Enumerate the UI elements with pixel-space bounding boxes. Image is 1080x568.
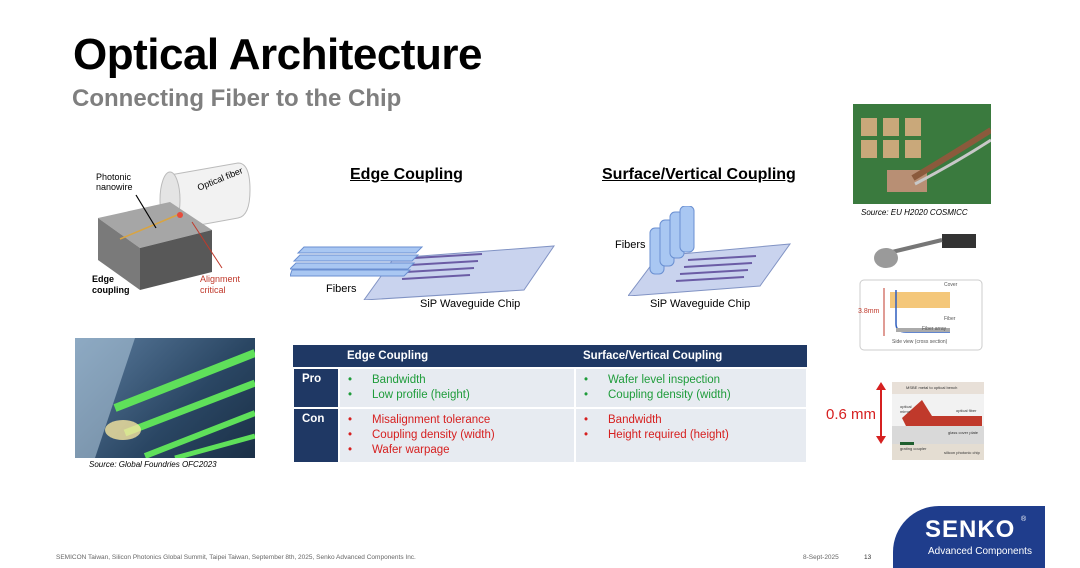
list-item: Coupling density (width)	[584, 388, 798, 403]
senko-logo: SENKO ® Advanced Components	[893, 506, 1045, 568]
con-edge-cell: Misalignment tolerance Coupling density …	[338, 407, 576, 464]
surface-chip-label: SiP Waveguide Chip	[650, 298, 751, 310]
list-item: Wafer warpage	[348, 443, 566, 458]
alignment-critical-label: Alignment critical	[200, 274, 241, 295]
logo-sub: Advanced Components	[928, 546, 1032, 557]
fiber-array-diagram: 3.8mm Cover Fiber Fiber array Side view …	[856, 228, 986, 352]
logo-name: SENKO	[925, 516, 1016, 543]
list-item: Low profile (height)	[348, 388, 566, 403]
glass-label: glass cover plate	[948, 430, 979, 435]
row-label-pro: Pro	[292, 367, 340, 409]
source-right: Source: EU H2020 COSMICC	[861, 208, 968, 217]
waveguide-photo-drawing	[75, 338, 255, 458]
slide-subtitle: Connecting Fiber to the Chip	[72, 85, 402, 112]
mirror-label: MSBE metal to optical bench	[906, 385, 958, 390]
side-fiber-label: Fiber	[944, 316, 956, 322]
side-view-label: Side view (cross section)	[892, 339, 948, 345]
footer-text: SEMICON Taiwan, Silicon Photonics Global…	[56, 554, 416, 561]
waveguide-photo	[75, 338, 255, 458]
list-item: Wafer level inspection	[584, 373, 798, 388]
list-item: Height required (height)	[584, 428, 798, 443]
source-left: Source: Global Foundries OFC2023	[89, 460, 217, 469]
micro-optics-drawing	[892, 382, 984, 460]
edge-chip-label: SiP Waveguide Chip	[420, 298, 521, 310]
table-header-empty	[293, 345, 339, 368]
list-item: Coupling density (width)	[348, 428, 566, 443]
surface-fibers-label: Fibers	[615, 239, 646, 251]
height-arrow-icon	[876, 382, 886, 444]
fiber-array-drawing	[859, 234, 983, 351]
table-header-edge: Edge Coupling	[339, 345, 575, 368]
edge-coupling-drawing	[288, 245, 555, 301]
optics-fiber-label: optical fiber	[956, 408, 977, 413]
chip-label: silicon photonic chip	[944, 450, 980, 455]
pro-edge-cell: Bandwidth Low profile (height)	[338, 367, 576, 409]
edge-coupling-label: Edge coupling	[92, 274, 130, 295]
edge-coupling-illustration: Photonic nanowire Optical fiber Edge cou…	[88, 160, 260, 300]
pcb-photo-drawing	[853, 104, 991, 204]
pcb-photo	[853, 104, 991, 204]
height-0-6mm-label: 0.6 mm	[826, 406, 877, 423]
side-height-label: 3.8mm	[858, 308, 880, 315]
con-surface-cell: Bandwidth Height required (height)	[574, 407, 808, 464]
table-header-surface: Surface/Vertical Coupling	[575, 345, 807, 368]
edge-fibers-label: Fibers	[326, 283, 357, 295]
footer-date: 8-Sept-2025	[803, 554, 839, 561]
page-number: 13	[864, 554, 872, 561]
surface-coupling-diagram	[626, 205, 794, 297]
micro-optics-diagram: MSBE metal to optical bench optical mirr…	[892, 382, 984, 460]
slide-title: Optical Architecture	[73, 30, 482, 79]
side-fiber-array-label: Fiber array	[922, 326, 947, 332]
side-cover-label: Cover	[944, 282, 958, 288]
edge-coupling-heading: Edge Coupling	[350, 166, 463, 183]
height-arrow	[874, 382, 888, 444]
comparison-table: Edge Coupling Surface/Vertical Coupling …	[292, 345, 808, 464]
surface-coupling-heading: Surface/Vertical Coupling	[602, 166, 796, 183]
table-row-con: Con Misalignment tolerance Coupling dens…	[292, 407, 808, 464]
list-item: Bandwidth	[348, 373, 566, 388]
reflect-label: optical mirror	[900, 404, 912, 414]
pro-surface-cell: Wafer level inspection Coupling density …	[574, 367, 808, 409]
photonic-chip-drawing	[98, 162, 251, 290]
table-row-pro: Pro Bandwidth Low profile (height) Wafer…	[292, 367, 808, 409]
surface-coupling-drawing	[626, 205, 792, 297]
edge-coupling-diagram	[288, 238, 562, 301]
row-label-con: Con	[292, 407, 340, 464]
registered-icon: ®	[1021, 516, 1027, 523]
photonic-nanowire-label: Photonic nanowire	[96, 172, 133, 192]
list-item: Bandwidth	[584, 413, 798, 428]
list-item: Misalignment tolerance	[348, 413, 566, 428]
grating-label: grating coupler	[900, 446, 927, 451]
table-header-row: Edge Coupling Surface/Vertical Coupling	[293, 345, 807, 368]
